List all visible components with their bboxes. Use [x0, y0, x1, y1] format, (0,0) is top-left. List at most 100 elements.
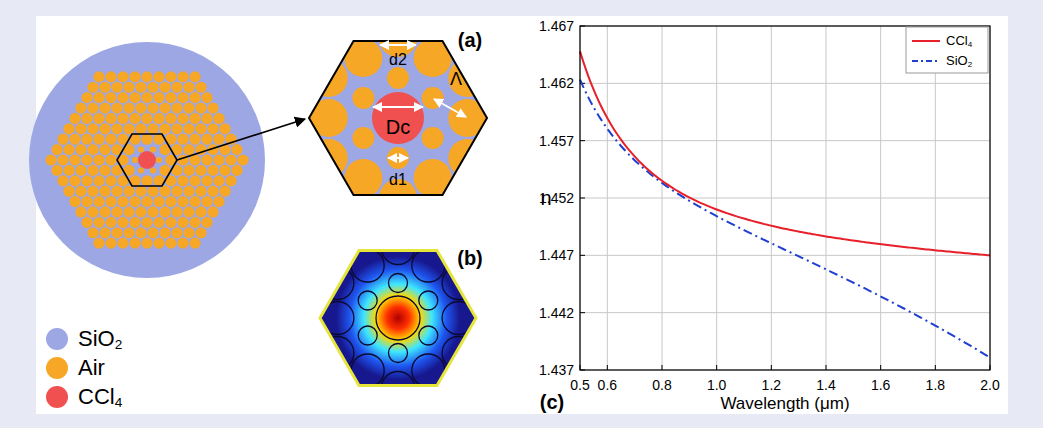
tick-label: 0.8: [652, 378, 671, 392]
air-hole: [87, 206, 98, 217]
air-hole: [69, 154, 80, 165]
hole-outline: [442, 267, 475, 300]
air-hole: [135, 227, 146, 238]
air-hole: [141, 113, 152, 124]
air-hole: [99, 144, 110, 155]
air-hole: [141, 134, 152, 145]
hole-outline: [358, 326, 377, 345]
dimension-label: Λ: [450, 70, 462, 88]
air-hole: [69, 134, 80, 145]
air-hole: [129, 113, 140, 124]
air-hole: [195, 227, 206, 238]
air-hole: [183, 165, 194, 176]
air-hole: [57, 134, 68, 145]
air-hole: [207, 123, 218, 134]
air-hole: [165, 217, 176, 228]
fiber-cladding: [29, 42, 265, 278]
air-hole: [141, 217, 152, 228]
air-hole: [129, 217, 140, 228]
dc-dimension: [373, 106, 423, 108]
air-hole: [448, 59, 486, 97]
legend-line: [912, 40, 940, 42]
air-hole: [141, 238, 152, 249]
tick-label: 1.4: [816, 378, 835, 392]
air-hole: [159, 206, 170, 217]
air-hole: [159, 123, 170, 134]
air-hole: [123, 206, 134, 217]
air-hole: [147, 102, 158, 113]
tick-mark: [826, 365, 827, 370]
air-hole: [93, 196, 104, 207]
legend-item: SiO2: [911, 54, 972, 67]
air-hole: [135, 102, 146, 113]
air-hole: [213, 196, 224, 207]
legend-item: CCl4: [911, 34, 972, 47]
hole-outline: [389, 344, 408, 363]
air-hole: [231, 144, 242, 155]
air-hole: [147, 206, 158, 217]
air-hole: [51, 144, 62, 155]
air-hole: [87, 102, 98, 113]
air-hole: [69, 196, 80, 207]
air-hole: [201, 134, 212, 145]
air-hole: [183, 186, 194, 197]
air-hole: [448, 139, 486, 177]
air-hole: [75, 206, 86, 217]
air-hole: [129, 196, 140, 207]
hole-outline: [321, 267, 354, 300]
air-hole: [207, 206, 218, 217]
air-hole: [99, 123, 110, 134]
zoom-holes: [310, 19, 487, 217]
dimension-label: d1: [389, 172, 407, 188]
air-hole: [183, 82, 194, 93]
air-hole: [171, 186, 182, 197]
air-hole: [422, 87, 444, 109]
air-hole: [111, 123, 122, 134]
air-hole: [195, 102, 206, 113]
air-hole: [147, 82, 158, 93]
air-hole: [195, 82, 206, 93]
air-hole: [105, 217, 116, 228]
air-hole: [138, 167, 144, 173]
air-hole: [213, 175, 224, 186]
air-hole: [93, 175, 104, 186]
air-hole: [414, 159, 452, 197]
air-hole: [171, 102, 182, 113]
legend-item: Air: [46, 357, 105, 379]
legend-swatch: [46, 357, 68, 379]
air-hole: [51, 165, 62, 176]
air-hole: [177, 175, 188, 186]
legend-line: [912, 60, 940, 62]
air-hole: [352, 127, 374, 149]
air-hole: [99, 186, 110, 197]
air-hole: [105, 238, 116, 249]
tick-label: 1.442: [539, 306, 574, 320]
air-hole: [141, 92, 152, 103]
zoom-region-outline: [117, 134, 177, 186]
air-hole: [201, 92, 212, 103]
air-hole: [189, 92, 200, 103]
air-hole: [387, 67, 409, 89]
air-hole: [201, 217, 212, 228]
air-hole: [225, 175, 236, 186]
grid-line: [580, 255, 990, 256]
air-hole: [189, 238, 200, 249]
air-hole: [69, 175, 80, 186]
tick-mark: [771, 365, 772, 370]
air-hole: [153, 196, 164, 207]
pitch-dimension: [434, 99, 466, 117]
air-hole: [138, 147, 144, 153]
air-hole: [75, 123, 86, 134]
air-hole: [93, 92, 104, 103]
air-hole: [81, 175, 92, 186]
air-hole: [159, 102, 170, 113]
mode-outline: [320, 251, 476, 386]
air-hole: [201, 154, 212, 165]
panel-label: (c): [540, 392, 564, 412]
sio2-curve: [580, 80, 990, 358]
air-hole: [310, 99, 348, 137]
air-hole: [99, 165, 110, 176]
hole-outline: [382, 232, 415, 265]
air-hole: [177, 113, 188, 124]
air-hole: [105, 196, 116, 207]
